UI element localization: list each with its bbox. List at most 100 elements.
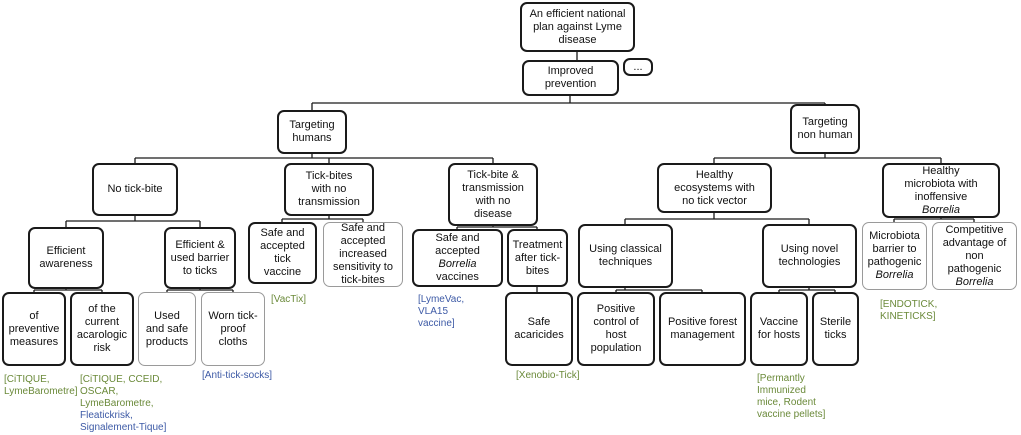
project-label-cceid: [CiTIQUE, CCEID,OSCAR,LymeBarometre,	[80, 374, 162, 410]
box-text-line: humans	[292, 132, 332, 144]
box-text-line: Positive forest	[667, 316, 738, 328]
box-text-line: control of	[593, 316, 639, 328]
project-text-line: OSCAR,	[80, 386, 119, 397]
box-text-line: with no	[475, 194, 511, 207]
no-tick-bite-box: No tick-bite	[92, 163, 178, 216]
box-text-line: Used	[154, 309, 180, 322]
box-text-line: population	[590, 342, 642, 354]
box-text-line: Targeting	[802, 116, 848, 128]
box-text-line: Borrelia vaccines	[436, 258, 479, 283]
box-text-line: Safe and	[260, 227, 305, 239]
project-text-line: Immunized	[757, 385, 806, 396]
project-label-xenobio-tick: [Xenobio-Tick]	[516, 370, 580, 382]
box-text-line: microbiota with	[904, 177, 978, 190]
box-text-line: proof	[220, 322, 246, 335]
box-text-line: vaccine	[263, 266, 302, 278]
project-text-line: [CiTIQUE,	[4, 374, 50, 385]
box-text-line: non human	[797, 129, 853, 141]
project-text-line: VLA15	[418, 306, 449, 317]
box-text-line: for hosts	[757, 329, 801, 341]
box-text-line: Positive	[596, 303, 636, 315]
box-text-line: pathogenic	[947, 262, 1002, 275]
box-text-line: Efficient &	[175, 238, 225, 251]
box-text-line: Using novel	[780, 243, 839, 255]
project-text-line: [LymeVac,	[418, 294, 465, 305]
box-text-line: increased	[339, 248, 387, 260]
box-text-line: transmission	[462, 181, 524, 194]
box-text-line: Targeting	[289, 119, 335, 131]
box-text-line: transmission	[298, 196, 360, 208]
project-text-line: [ENDOTICK,	[880, 299, 938, 310]
project-text-line: [VacTix]	[271, 294, 307, 305]
box-text-line: Healthy	[695, 168, 734, 181]
box-text-line: plan against Lyme	[533, 20, 622, 33]
box-text-line: Borrelia	[955, 275, 994, 288]
box-text-line: prevention	[544, 78, 597, 90]
box-text-line: after tick-	[514, 251, 561, 264]
project-label-citique: [CiTIQUE,LymeBarometre]	[4, 374, 78, 398]
box-text-line: non	[965, 249, 984, 262]
project-label-anti-tick-socks: [Anti-tick-socks]	[202, 370, 272, 382]
box-text-line: Sterile	[819, 316, 852, 328]
box-text-line: advantage of	[942, 236, 1007, 249]
box-text-line: products	[145, 335, 189, 348]
box-text-line: techniques	[598, 256, 653, 268]
box-text-line: Efficient	[46, 245, 86, 257]
box-text-line: Treatment	[512, 238, 563, 251]
box-text-line: management	[670, 329, 735, 341]
project-text-line: vaccine pellets]	[757, 409, 826, 420]
box-text-line: current	[84, 316, 120, 328]
project-text-line: [Anti-tick-socks]	[202, 370, 273, 381]
box-text-line: tick-bites	[341, 274, 385, 286]
box-text-line: acaricides	[514, 329, 564, 341]
box-text-line: Improved	[547, 65, 594, 77]
box-text-line: disease	[558, 33, 597, 46]
project-text-line: mice, Rodent	[757, 397, 816, 408]
box-text-line: preventive	[8, 322, 60, 335]
box-text-line: bites	[525, 264, 550, 277]
box-text-line: Worn tick-	[208, 309, 258, 322]
box-text-line: Using classical	[589, 243, 662, 255]
project-text-line: [CiTIQUE, CCEID,	[80, 374, 163, 385]
box-text-line: No tick-bite	[107, 183, 163, 195]
project-text-line: KINETICKS]	[880, 311, 936, 322]
box-text-line: Tick-bites	[305, 170, 353, 182]
box-text-line: Microbiota	[869, 230, 920, 242]
box-text-line: host	[605, 329, 627, 341]
project-label-endotick: [ENDOTICK,KINETICKS]	[880, 299, 937, 323]
project-text-line: Signalement-Tique]	[80, 422, 167, 433]
box-text-line: disease	[474, 207, 512, 220]
box-text-line: and safe	[145, 322, 189, 335]
project-text-line: LymeBarometre]	[4, 386, 78, 397]
box-text-line: with no	[311, 183, 347, 195]
box-text-line: barrier to	[872, 243, 917, 255]
box-text-line: Borrelia	[922, 203, 960, 216]
box-text-line: pathogenic	[867, 256, 922, 268]
box-text-line: Vaccine	[759, 316, 799, 328]
box-text-line: no tick vector	[682, 194, 747, 207]
box-text-line: Safe and	[340, 222, 386, 234]
project-text-line: LymeBarometre,	[80, 398, 154, 409]
box-text-line: accepted	[435, 245, 480, 257]
project-label-vactix: [VacTix]	[271, 294, 306, 306]
box-text-line: ticks	[824, 329, 847, 341]
box-text-line: Safe	[527, 316, 551, 328]
